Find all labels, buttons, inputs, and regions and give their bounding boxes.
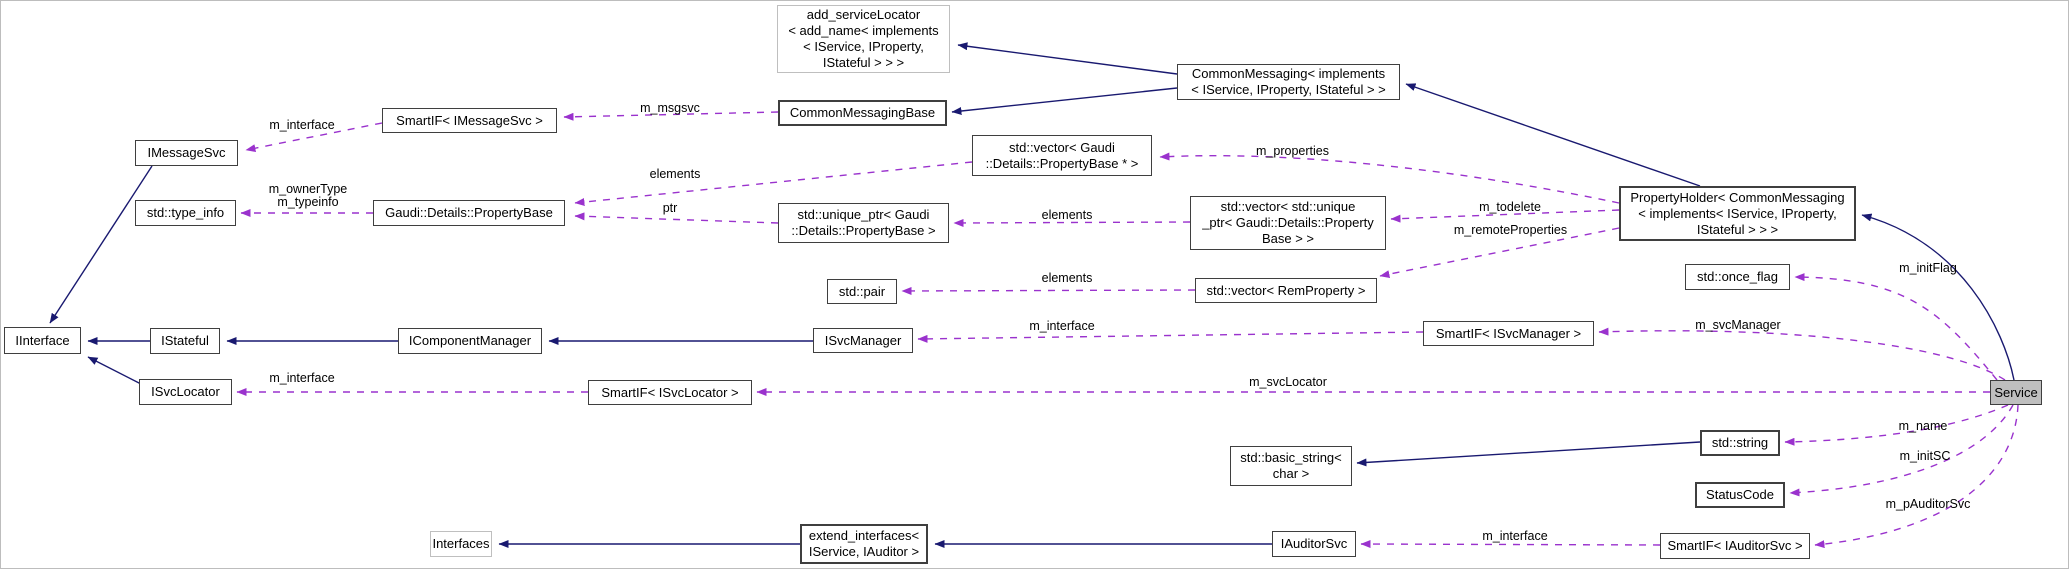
node-extend-interfaces[interactable]: extend_interfaces< IService, IAuditor > bbox=[800, 524, 928, 564]
edge-inherit-propertyholder-commonmessaging bbox=[1405, 83, 1701, 187]
edge-usage-m-interface-isvcmanager bbox=[917, 331, 1424, 343]
node-smartif-isvcmanager[interactable]: SmartIF< ISvcManager > bbox=[1423, 321, 1594, 346]
edge-label-m-interface-auditorsvc: m_interface bbox=[1482, 529, 1548, 543]
node-std-string[interactable]: std::string bbox=[1700, 430, 1780, 456]
node-isvcmanager[interactable]: ISvcManager bbox=[813, 328, 913, 353]
edge-label-m-svclocator: m_svcLocator bbox=[1249, 375, 1327, 389]
node-interfaces: Interfaces bbox=[430, 531, 492, 557]
edge-label-m-interface-msgsvc: m_interface bbox=[269, 118, 335, 132]
node-type-info[interactable]: std::type_info bbox=[135, 200, 236, 226]
edge-label-ptr: ptr bbox=[662, 201, 678, 215]
edge-usage-elements-pair bbox=[901, 286, 1196, 295]
edge-label-m-interface-svcmanager: m_interface bbox=[1029, 319, 1095, 333]
edge-inherit-isvclocator-iinterface bbox=[87, 356, 142, 385]
node-isvclocator[interactable]: ISvcLocator bbox=[139, 379, 232, 405]
edge-label-elements-rem: elements bbox=[1041, 271, 1093, 285]
edge-inherit-commonmessaging-addservicelocator bbox=[957, 42, 1178, 75]
node-istateful[interactable]: IStateful bbox=[150, 328, 220, 354]
node-icomponentmanager[interactable]: IComponentManager bbox=[398, 328, 542, 354]
edge-usage-m-svcmanager bbox=[1598, 327, 2006, 381]
edge-label-m-remoteproperties: m_remoteProperties bbox=[1453, 223, 1568, 237]
edge-label-m-initsc: m_initSC bbox=[1899, 449, 1951, 463]
edge-usage-m-interface-imessagesvc bbox=[245, 122, 383, 153]
edge-inherit-commonmessaging-commonmessagingbase bbox=[951, 87, 1178, 115]
node-service-current: Service bbox=[1990, 380, 2042, 405]
node-commonmessagingbase[interactable]: CommonMessagingBase bbox=[778, 100, 947, 126]
edge-usage-elements-propertybase bbox=[574, 161, 973, 207]
edge-label-elements-unique: elements bbox=[1041, 208, 1093, 222]
edge-inherit-service-propertyholder bbox=[1861, 213, 2015, 381]
edge-label-elements-properties: elements bbox=[649, 167, 701, 181]
node-imessagesvc[interactable]: IMessageSvc bbox=[135, 140, 238, 166]
node-smartif-imessagesvc[interactable]: SmartIF< IMessageSvc > bbox=[382, 108, 557, 133]
edge-label-m-name: m_name bbox=[1898, 419, 1948, 433]
node-std-pair[interactable]: std::pair bbox=[827, 279, 897, 304]
node-iinterface[interactable]: IInterface bbox=[4, 327, 81, 354]
node-iauditorsvc[interactable]: IAuditorSvc bbox=[1272, 531, 1356, 557]
node-vector-remproperty[interactable]: std::vector< RemProperty > bbox=[1195, 278, 1377, 303]
edge-usage-m-todelete bbox=[1390, 209, 1620, 223]
edge-label-m-initflag: m_initFlag bbox=[1899, 261, 1957, 275]
node-once-flag[interactable]: std::once_flag bbox=[1685, 264, 1790, 290]
edge-usage-m-initflag bbox=[1794, 273, 1998, 381]
edge-label-m-properties: m_properties bbox=[1256, 144, 1329, 158]
node-smartif-isvclocator[interactable]: SmartIF< ISvcLocator > bbox=[588, 380, 752, 405]
node-commonmessaging[interactable]: CommonMessaging< implements < IService, … bbox=[1177, 64, 1400, 100]
edge-usage-m-initsc bbox=[1789, 404, 2014, 497]
edge-inherit-imessagesvc-iinterface bbox=[49, 165, 153, 324]
node-add-servicelocator: add_serviceLocator < add_name< implement… bbox=[777, 5, 950, 73]
edge-label-m-svcmanager: m_svcManager bbox=[1695, 318, 1781, 332]
edge-usage-ptr bbox=[574, 212, 779, 224]
edge-label-m-msgsvc: m_msgsvc bbox=[640, 101, 700, 115]
node-statuscode[interactable]: StatusCode bbox=[1695, 482, 1785, 508]
edge-label-m-pauditorsvc: m_pAuditorSvc bbox=[1885, 497, 1971, 511]
node-gaudi-propertybase[interactable]: Gaudi::Details::PropertyBase bbox=[373, 200, 565, 226]
node-propertyholder[interactable]: PropertyHolder< CommonMessaging < implem… bbox=[1619, 186, 1856, 241]
node-smartif-iauditorsvc[interactable]: SmartIF< IAuditorSvc > bbox=[1660, 533, 1810, 559]
edge-usage-m-name bbox=[1784, 404, 2009, 446]
node-unique-ptr-propertybase[interactable]: std::unique_ptr< Gaudi ::Details::Proper… bbox=[778, 203, 949, 243]
node-vector-propertybase[interactable]: std::vector< Gaudi ::Details::PropertyBa… bbox=[972, 135, 1152, 176]
node-vector-unique-ptr[interactable]: std::vector< std::unique _ptr< Gaudi::De… bbox=[1190, 196, 1386, 250]
edge-label-m-todelete: m_todelete bbox=[1479, 200, 1541, 214]
edge-label-m-ownertype-typeinfo: m_ownerType m_typeinfo bbox=[268, 182, 348, 209]
node-basic-string[interactable]: std::basic_string< char > bbox=[1230, 446, 1352, 486]
edge-usage-m-interface-iauditorsvc bbox=[1360, 540, 1661, 549]
edge-label-m-interface-svclocator: m_interface bbox=[269, 371, 335, 385]
edge-usage-elements-uniqueptr bbox=[953, 218, 1191, 227]
edge-inherit-stdstring-basicstring bbox=[1356, 441, 1701, 467]
